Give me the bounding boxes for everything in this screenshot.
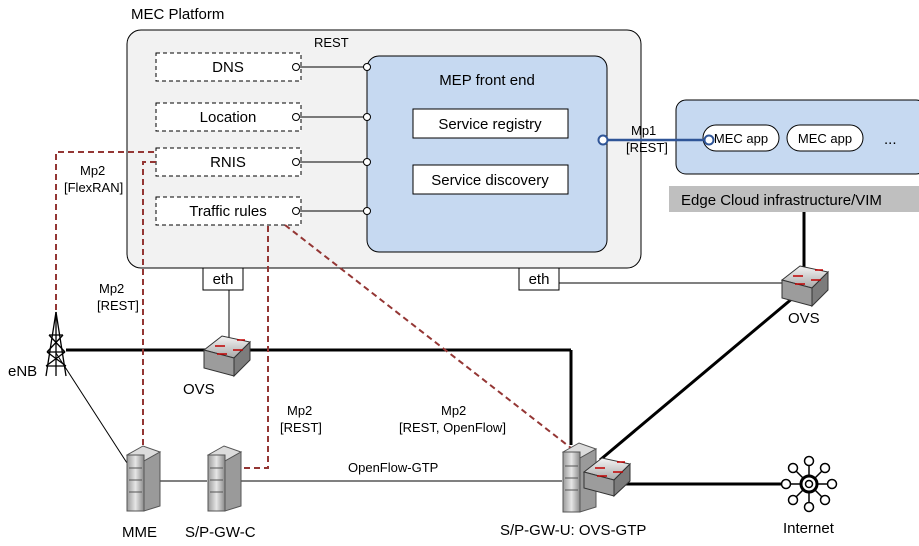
more-apps: ...: [884, 131, 897, 148]
ovs-left-label: OVS: [183, 381, 215, 398]
spgw-c-server-icon: [206, 445, 243, 512]
service-discovery-box: [412, 164, 569, 195]
mp2-rest-mid-sub-label: [REST]: [280, 420, 322, 435]
mp2-openflow-label: Mp2: [441, 403, 466, 418]
enb-label: eNB: [8, 363, 37, 380]
mme-server-icon: [125, 445, 162, 512]
mp2-flexran-label: Mp2: [80, 163, 105, 178]
mec-app-2: [786, 124, 864, 152]
thick-links: [66, 212, 806, 486]
eth-right-label: eth: [529, 271, 550, 288]
enb-tower-icon: [45, 311, 67, 377]
spgw-c-label: S/P-GW-C: [185, 524, 256, 541]
service-registry-box: [412, 108, 569, 139]
service-dns-label: DNS: [212, 59, 244, 76]
thin-links: [55, 282, 788, 482]
mp2-rest-left-label: Mp2: [99, 281, 124, 296]
service-location: Location: [155, 102, 302, 132]
mp1-port-left: [597, 134, 609, 146]
service-traffic-rules: Traffic rules: [155, 196, 302, 226]
service-rnis-label: RNIS: [210, 154, 246, 171]
mme-label: MME: [122, 524, 157, 541]
ovs-switch-right-icon: [780, 265, 830, 308]
service-registry-label: Service registry: [438, 116, 542, 133]
service-discovery-label: Service discovery: [431, 172, 549, 189]
platform-title: MEC Platform: [131, 6, 224, 23]
mec-app-2-label: MEC app: [798, 131, 852, 146]
mp1-sub-label: [REST]: [626, 140, 668, 155]
mp1-label: Mp1: [631, 123, 656, 138]
mp2-rest-mid-label: Mp2: [287, 403, 312, 418]
ovs-switch-left-icon: [202, 335, 252, 378]
spgw-u-label: S/P-GW-U: OVS-GTP: [500, 522, 646, 539]
rest-label: REST: [314, 35, 349, 50]
spgw-u-switch-icon: [582, 457, 632, 498]
edge-infra-bar: [669, 186, 919, 212]
mp2-links: [55, 151, 572, 469]
mp2-flexran-sub-label: [FlexRAN]: [64, 180, 123, 195]
eth-left-label: eth: [213, 271, 234, 288]
eth-port-right: [518, 267, 560, 291]
service-rnis: RNIS: [155, 147, 302, 177]
ovs-right-label: OVS: [788, 310, 820, 327]
mp2-openflow-sub-label: [REST, OpenFlow]: [399, 420, 506, 435]
service-location-label: Location: [200, 109, 257, 126]
internet-label: Internet: [783, 520, 835, 537]
openflow-gtp-label: OpenFlow-GTP: [348, 460, 438, 475]
mp2-rest-left-sub-label: [REST]: [97, 298, 139, 313]
mec-app-1-label: MEC app: [714, 131, 768, 146]
mep-title: MEP front end: [439, 72, 535, 89]
edge-infra-label: Edge Cloud infrastructure/VIM: [681, 192, 882, 209]
service-traffic-rules-label: Traffic rules: [189, 203, 267, 220]
mp1-port-right: [703, 134, 715, 146]
mec-app-1: [702, 124, 780, 152]
mep-front-end: [366, 55, 608, 253]
service-connectors: [292, 63, 371, 215]
service-dns: DNS: [155, 52, 302, 82]
internet-icon: [780, 455, 838, 513]
eth-port-left: [202, 267, 244, 291]
